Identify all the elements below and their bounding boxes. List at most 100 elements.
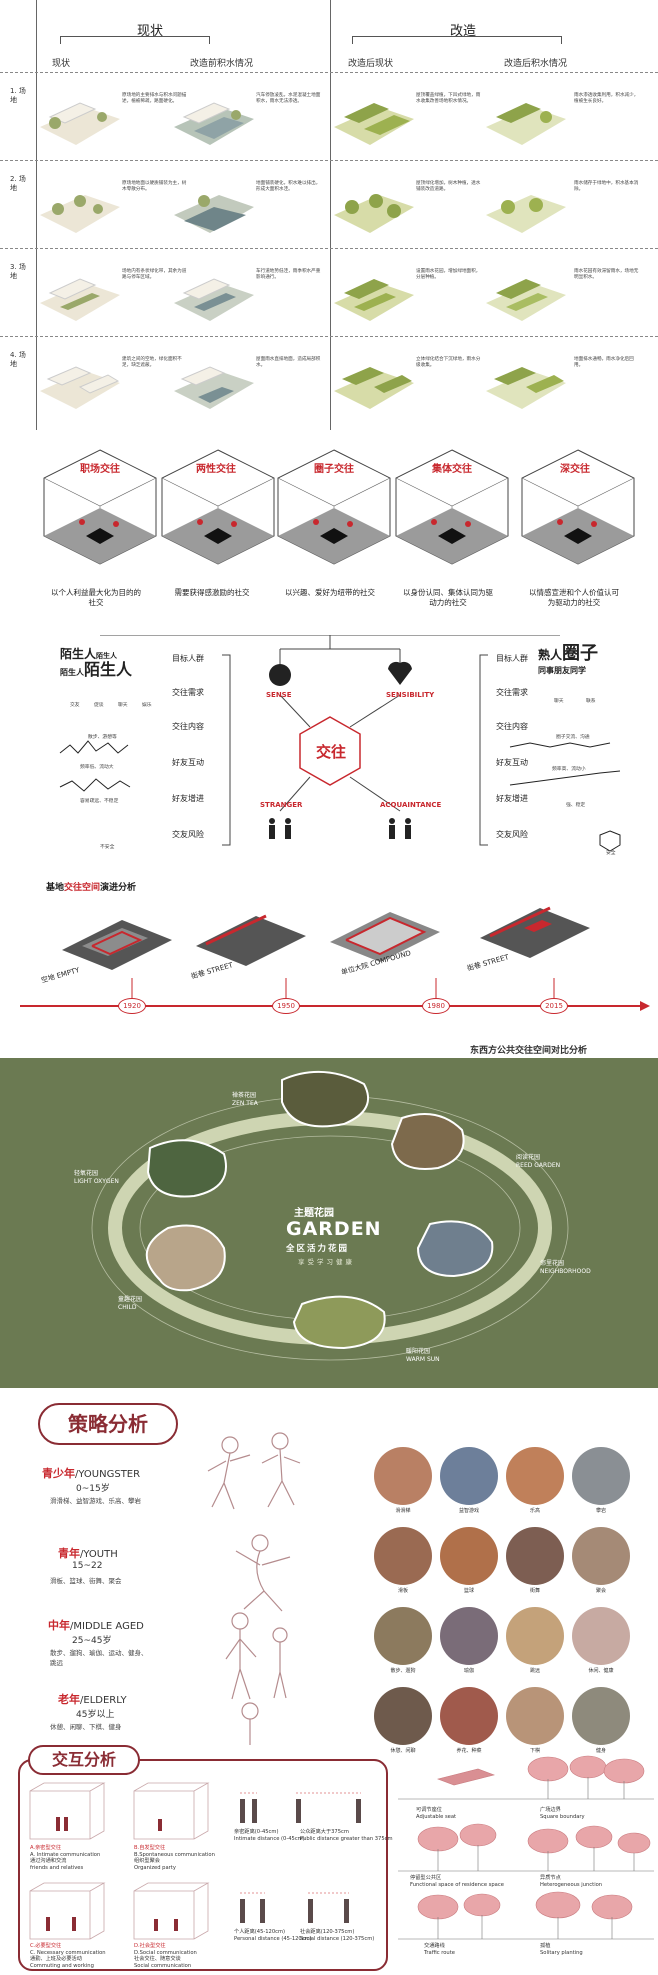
type-cn: D.社会型交往 <box>134 1943 166 1949</box>
node-cn: 暖阳花园 <box>406 1348 431 1355</box>
node-en: CHILD <box>118 1304 137 1311</box>
silhouettes <box>207 1432 301 1745</box>
person-figure <box>465 521 471 527</box>
acquaintance-label: ACQUAINTANCE <box>380 801 442 809</box>
person-figure <box>113 521 119 527</box>
row-text: 原场地的主要排水与积水问题描述，植被稀疏，路面硬化。 <box>122 93 187 104</box>
activity-photo <box>374 1607 432 1665</box>
distance-label: 社会距离(120-375cm)Social distance (120-375c… <box>300 1929 374 1942</box>
hexagon-table <box>320 528 348 544</box>
activity-photo <box>572 1607 630 1665</box>
row-label: 交友风险 <box>172 830 204 839</box>
acquaintance-wordcloud: 熟人圈子 同事朋友同学 <box>538 645 598 678</box>
stranger-char: 陌生人 <box>84 660 133 679</box>
reform-water-image <box>486 195 566 233</box>
divider <box>330 0 331 430</box>
distance-label: 亲密距离(0-45cm)Intimate distance (0-45cm) <box>234 1829 305 1842</box>
group-title: 老年/ELDERLY <box>58 1691 127 1707</box>
reform-water-image <box>486 279 566 321</box>
row-text: 建筑之间的空地，绿化面积不足，缺乏遮蔽。 <box>122 357 182 368</box>
brace-current <box>60 36 210 44</box>
type-desc: 通过沟通和交流 <box>30 1858 67 1864</box>
timeline-title-b: 演进分析 <box>100 883 137 893</box>
note: 联系 <box>586 699 596 704</box>
type-desc: 组织型聚会 <box>134 1858 160 1864</box>
row-label: 交往需求 <box>496 688 528 697</box>
distance-en: Personal distance (45-120cm) <box>234 1935 312 1942</box>
comparison-row: 3. 场地 场地内有条状绿化带，其余为道路与停车区域。 车行道地势低洼，雨季积水… <box>0 248 658 344</box>
node-cn: 阅读花园 <box>516 1154 541 1161</box>
activity-photo <box>572 1447 630 1505</box>
distance-cn: 个人距离(45-120cm) <box>234 1929 286 1935</box>
timeline-title: 基地交往空间演进分析 <box>46 880 136 893</box>
row-label: 好友互动 <box>172 758 204 767</box>
group-cn: 老年 <box>58 1693 80 1706</box>
site-model-image <box>40 102 120 145</box>
timeline-graphic <box>20 906 650 1011</box>
label-cn: 停留型公共区 <box>410 1875 442 1881</box>
label-cn: 异质节点 <box>540 1875 561 1881</box>
group-en: /ELDERLY <box>80 1695 127 1706</box>
activity-photo <box>506 1687 564 1745</box>
person-figure <box>431 519 437 525</box>
timeline-year: 1920 <box>118 998 146 1014</box>
stranger-label: STRANGER <box>260 801 303 809</box>
activity-label: 街舞 <box>529 1588 540 1594</box>
row-text: 屋顶覆盖绿植，下凹式绿地，雨水收集改善场地积水情况。 <box>416 93 481 104</box>
label-en: Adjustable seat <box>416 1813 457 1820</box>
label-en: Functional space of residence space <box>410 1881 504 1888</box>
interaction-title: 交互分析 <box>28 1745 140 1775</box>
activity-photo <box>506 1607 564 1665</box>
activity-photo <box>440 1607 498 1665</box>
hex-label: 职场交往 <box>80 464 120 475</box>
site-water-image <box>174 278 254 321</box>
note: 交友 <box>70 703 80 708</box>
sub-current-water: 改造前积水情况 <box>190 59 254 69</box>
group-title: 青少年/YOUNGSTER <box>42 1465 140 1481</box>
group-cn: 中年 <box>48 1619 70 1632</box>
sense-label: SENSE <box>266 691 292 699</box>
center-label: 交往 <box>316 743 347 761</box>
row-label: 目标人群 <box>496 654 528 663</box>
stranger-wordcloud: 陌生人陌生人 陌生人陌生人 <box>60 647 132 680</box>
label-cn: 交通路线 <box>424 1943 445 1949</box>
type-en: A. Intimate communication <box>30 1851 101 1858</box>
type-cn: C.必要型交往 <box>30 1943 62 1949</box>
activity-label: 跳远 <box>529 1668 540 1674</box>
sub-reform: 改造后现状 <box>348 59 394 69</box>
group-range: 25~45岁 <box>72 1636 112 1646</box>
group-title: 青年/YOUTH <box>58 1545 118 1561</box>
hexagon-table <box>438 528 466 544</box>
reform-model-image <box>334 367 414 409</box>
group-acts: 休憩、闲聊、下棋、健身 <box>50 1723 122 1731</box>
roles-diagram <box>59 635 621 852</box>
row-text: 场地内有条状绿化带，其余为道路与停车区域。 <box>122 269 187 280</box>
stranger-char: 陌生人 <box>60 668 84 677</box>
strategy-title: 策略分析 <box>38 1403 178 1445</box>
activity-photo <box>506 1447 564 1505</box>
group-en: /YOUTH <box>80 1549 118 1560</box>
row-label: 4. 场地 <box>10 351 26 368</box>
person-figure <box>197 519 203 525</box>
landscape-sketches <box>398 1755 654 1940</box>
activity-label: 散步、遛狗 <box>390 1668 416 1674</box>
row-text: 地面排水通畅，雨水净化后回用。 <box>574 357 634 368</box>
group-acts: 散步、遛狗、瑜伽、运动、健身、跳远 <box>50 1649 148 1667</box>
site-model-image <box>40 278 120 321</box>
garden-tagline: 享受学习健康 <box>298 1258 355 1266</box>
note: 频率高、流动小 <box>552 767 586 772</box>
header-current: 现状 <box>137 24 164 39</box>
group-en: /MIDDLE AGED <box>70 1621 144 1632</box>
hexagon-table <box>564 528 592 544</box>
timeline-title-red: 交往空间 <box>64 883 101 893</box>
